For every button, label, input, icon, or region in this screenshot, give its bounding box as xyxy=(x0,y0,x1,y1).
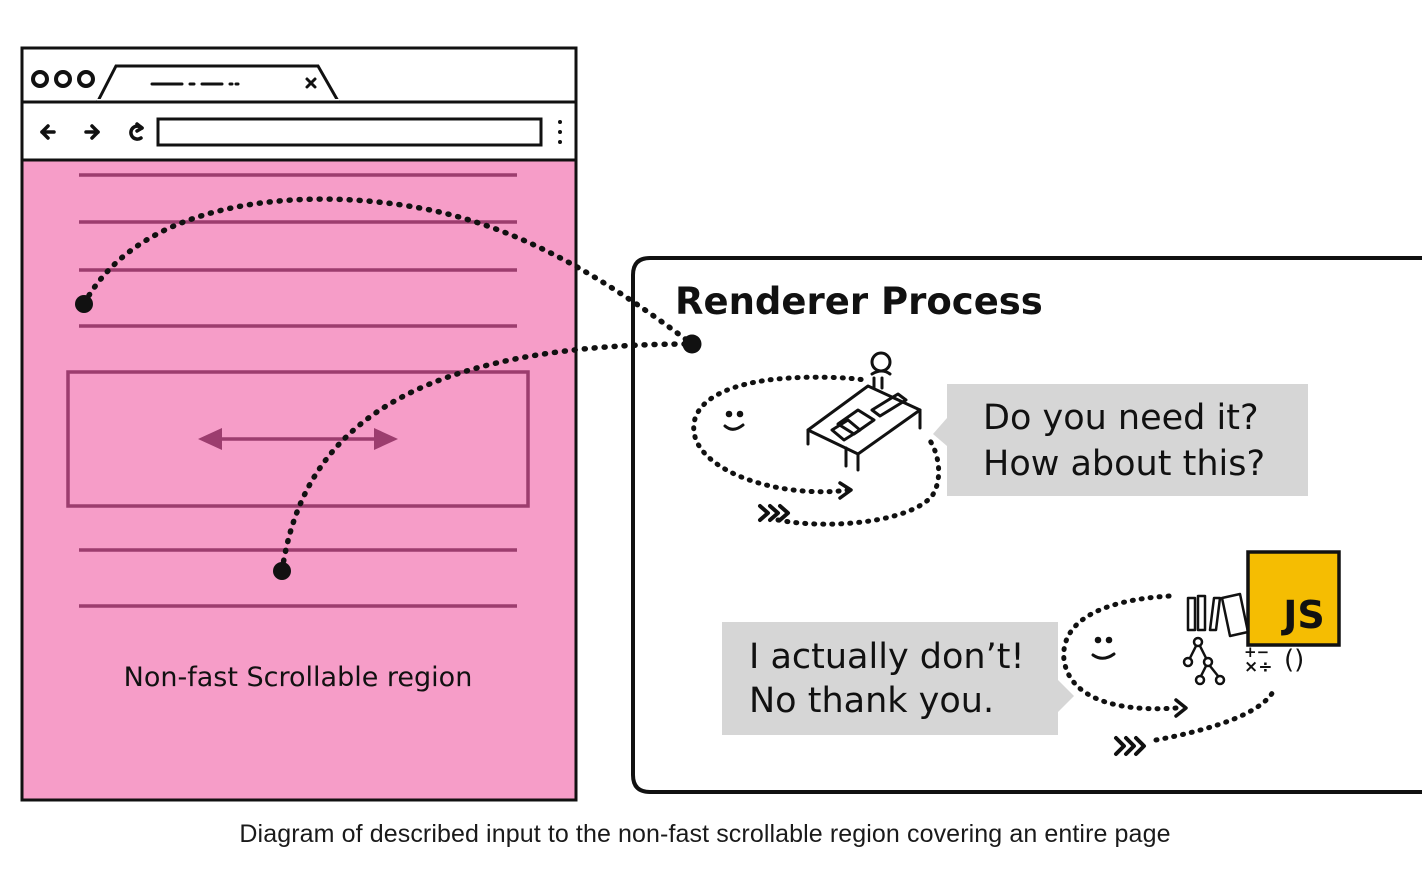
renderer-process-panel: Renderer Process xyxy=(631,256,1422,794)
question-line-2: How about this? xyxy=(983,444,1265,484)
renderer-entry-point xyxy=(682,334,702,354)
non-fast-scrollable-region xyxy=(20,158,578,802)
answer-line-2: No thank you. xyxy=(749,681,994,721)
figure-caption: Diagram of described input to the non-fa… xyxy=(239,820,1171,848)
desk-worker-icon xyxy=(806,351,922,472)
math-operators-icon: ×÷ xyxy=(1244,657,1273,677)
browser-window: Non-fast Scrollable region xyxy=(20,46,578,802)
answer-line-1: I actually don’t! xyxy=(749,637,1024,677)
js-thread-loop-icon xyxy=(1061,593,1277,743)
forward-arrow-icon xyxy=(84,124,100,140)
double-arrow-icon xyxy=(198,428,398,450)
input-point-bottom xyxy=(273,562,291,580)
chevrons-icon xyxy=(758,504,790,522)
page-text-lines xyxy=(79,173,517,608)
chevrons-icon xyxy=(1114,736,1146,756)
reload-icon xyxy=(129,122,144,141)
address-bar xyxy=(156,117,543,147)
window-controls-icon xyxy=(31,70,95,88)
function-icon: () xyxy=(1284,645,1304,675)
input-event-arcs xyxy=(81,196,695,574)
region-label: Non-fast Scrollable region xyxy=(124,662,473,693)
face-icon xyxy=(723,410,745,431)
renderer-title: Renderer Process xyxy=(675,280,1043,323)
question-line-1: Do you need it? xyxy=(983,398,1259,438)
input-point-top xyxy=(75,295,93,313)
tab-close-icon xyxy=(305,77,317,89)
main-thread-loop-icon xyxy=(691,374,942,527)
face-icon xyxy=(1091,636,1116,660)
menu-dots-icon xyxy=(558,120,562,144)
answer-bubble xyxy=(722,622,1058,735)
question-bubble xyxy=(947,384,1308,496)
back-arrow-icon xyxy=(40,124,56,140)
js-badge xyxy=(1246,550,1341,647)
tree-graph-icon xyxy=(1182,636,1226,686)
js-badge-label: JS xyxy=(1280,593,1325,637)
horizontal-scroller-box xyxy=(66,370,530,508)
math-operators-icon: +− xyxy=(1244,643,1269,661)
